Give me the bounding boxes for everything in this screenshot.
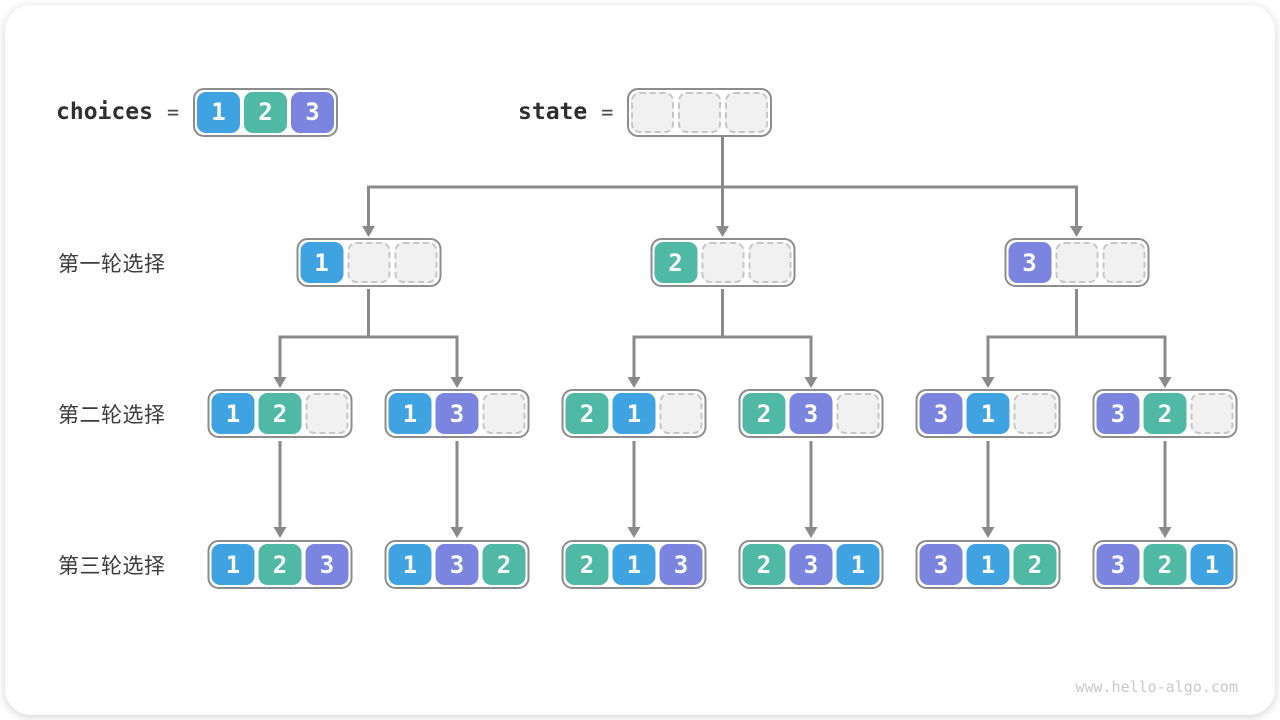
value-cell: 3 (919, 544, 963, 585)
value-cell: 3 (1008, 242, 1051, 283)
value-cell: 3 (1096, 393, 1140, 434)
empty-cell (1102, 242, 1145, 283)
state-node-box: 2 (650, 238, 795, 287)
empty-cell (701, 242, 744, 283)
value-cell: 2 (482, 544, 526, 585)
empty-cell (347, 242, 390, 283)
value-cell: 1 (211, 544, 255, 585)
empty-cell (725, 91, 769, 133)
value-cell: 3 (435, 544, 479, 585)
value-cell: 2 (565, 544, 609, 585)
value-cell: 1 (1190, 544, 1234, 585)
state-node-box: 1 (296, 238, 441, 287)
value-cell: 2 (742, 544, 786, 585)
value-cell: 1 (966, 544, 1010, 585)
connector-lines (278, 137, 1167, 528)
value-cell: 2 (742, 393, 786, 434)
value-cell: 1 (211, 393, 255, 434)
empty-cell (305, 393, 349, 434)
state-box-slot (627, 87, 773, 137)
value-cell: 3 (919, 393, 963, 434)
value-cell: 3 (1096, 544, 1140, 585)
value-cell: 1 (966, 393, 1010, 434)
value-cell: 2 (1143, 544, 1187, 585)
row-label-round-1: 第一轮选择 (58, 252, 166, 276)
value-cell: 3 (435, 393, 479, 434)
choices-label: choices (56, 99, 153, 125)
value-cell: 3 (789, 544, 833, 585)
empty-cell (836, 393, 880, 434)
state-equals-sign: = (601, 100, 614, 124)
state-label: state (518, 99, 588, 125)
state-group: state = (518, 87, 773, 137)
value-cell: 2 (1013, 544, 1057, 585)
empty-cell (631, 91, 675, 133)
value-cell: 2 (1143, 393, 1187, 434)
value-cell: 1 (388, 544, 432, 585)
value-cell: 1 (196, 91, 240, 133)
empty-cell (1055, 242, 1098, 283)
state-box (627, 87, 773, 137)
value-cell: 3 (305, 544, 349, 585)
value-cell: 2 (565, 393, 609, 434)
empty-cell (1190, 393, 1234, 434)
value-cell: 1 (612, 544, 656, 585)
empty-cell (394, 242, 437, 283)
empty-cell (748, 242, 791, 283)
value-cell: 3 (290, 91, 334, 133)
value-cell: 1 (388, 393, 432, 434)
row-label-round-2: 第二轮选择 (58, 403, 166, 427)
value-cell: 1 (612, 393, 656, 434)
watermark: www.hello-algo.com (1075, 678, 1238, 696)
empty-cell (1013, 393, 1057, 434)
choices-equals-sign: = (166, 100, 179, 124)
state-node-box: 3 (1004, 238, 1149, 287)
value-cell: 2 (243, 91, 287, 133)
value-cell: 2 (258, 393, 302, 434)
value-cell: 3 (659, 544, 703, 585)
value-cell: 2 (258, 544, 302, 585)
value-cell: 2 (654, 242, 697, 283)
arrowheads (273, 226, 1172, 538)
value-cell: 3 (789, 393, 833, 434)
empty-cell (482, 393, 526, 434)
empty-cell (678, 91, 722, 133)
value-cell: 1 (836, 544, 880, 585)
value-cell: 1 (300, 242, 343, 283)
row-label-round-3: 第三轮选择 (58, 554, 166, 578)
empty-cell (659, 393, 703, 434)
